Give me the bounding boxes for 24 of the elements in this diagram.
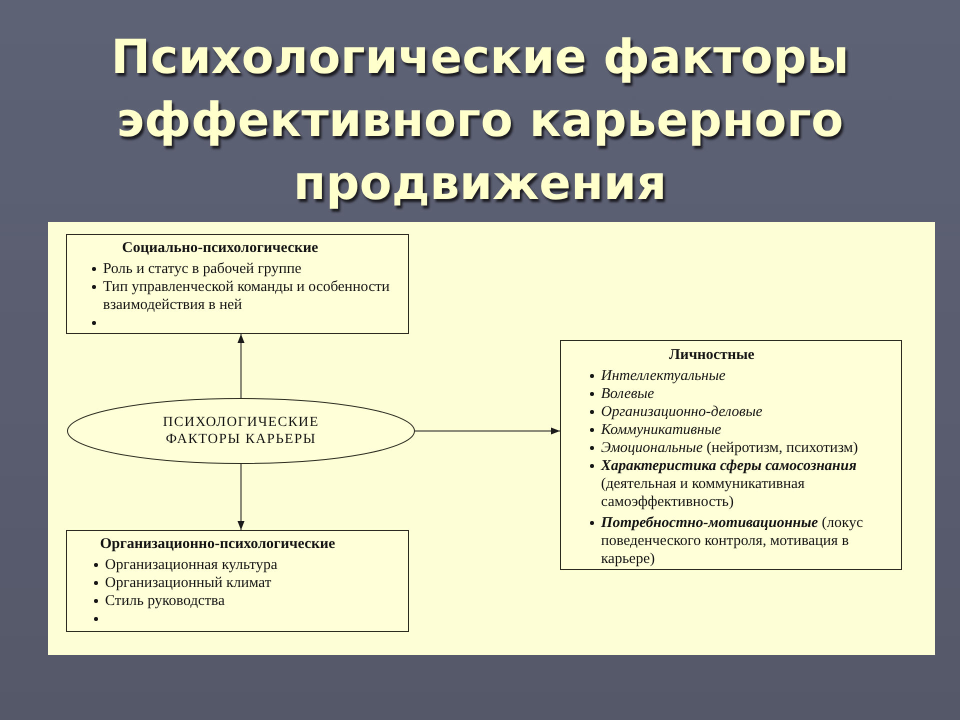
list-item: Потребностно-мотивационные (локус поведенческого контроля, мотивация в карьере) xyxy=(601,514,864,568)
list-item: Тип управленческой команды и особенности взаимодействия в ней xyxy=(103,278,391,314)
list-item: Волевые xyxy=(601,385,654,403)
list-item: Организационно-деловые xyxy=(601,403,762,421)
list-item: Роль и статус в рабочей группе xyxy=(103,260,302,278)
slide-title: Психологические факторы эффективного карьерного продвижения xyxy=(110,29,850,213)
factor-box xyxy=(66,530,409,632)
arrow xyxy=(238,464,244,530)
list-item: Характеристика сферы самосознания (деятельная и коммуникативная самоэффективность) xyxy=(601,457,858,511)
arrow xyxy=(238,334,244,398)
list-item: Интеллектуальные xyxy=(601,367,726,385)
list-item: Организационный климат xyxy=(105,574,272,592)
factor-box xyxy=(560,340,902,570)
list-item: Организационная культура xyxy=(105,556,278,574)
central-ellipse xyxy=(67,398,415,464)
arrow xyxy=(414,428,560,434)
list-item: Эмоциональные (нейротизм, психотизм) xyxy=(601,439,858,457)
factor-box xyxy=(66,234,409,334)
box-heading: Социально-психологические xyxy=(122,239,318,257)
ellipse-label: ПСИХОЛОГИЧЕСКИЕ ФАКТОРЫ КАРЬЕРЫ xyxy=(162,414,320,448)
list-item: Коммуникативные xyxy=(601,421,722,439)
list-item: Стиль руководства xyxy=(105,592,225,610)
box-heading: Организационно-психологические xyxy=(100,535,336,553)
box-heading: Личностные xyxy=(669,346,754,364)
